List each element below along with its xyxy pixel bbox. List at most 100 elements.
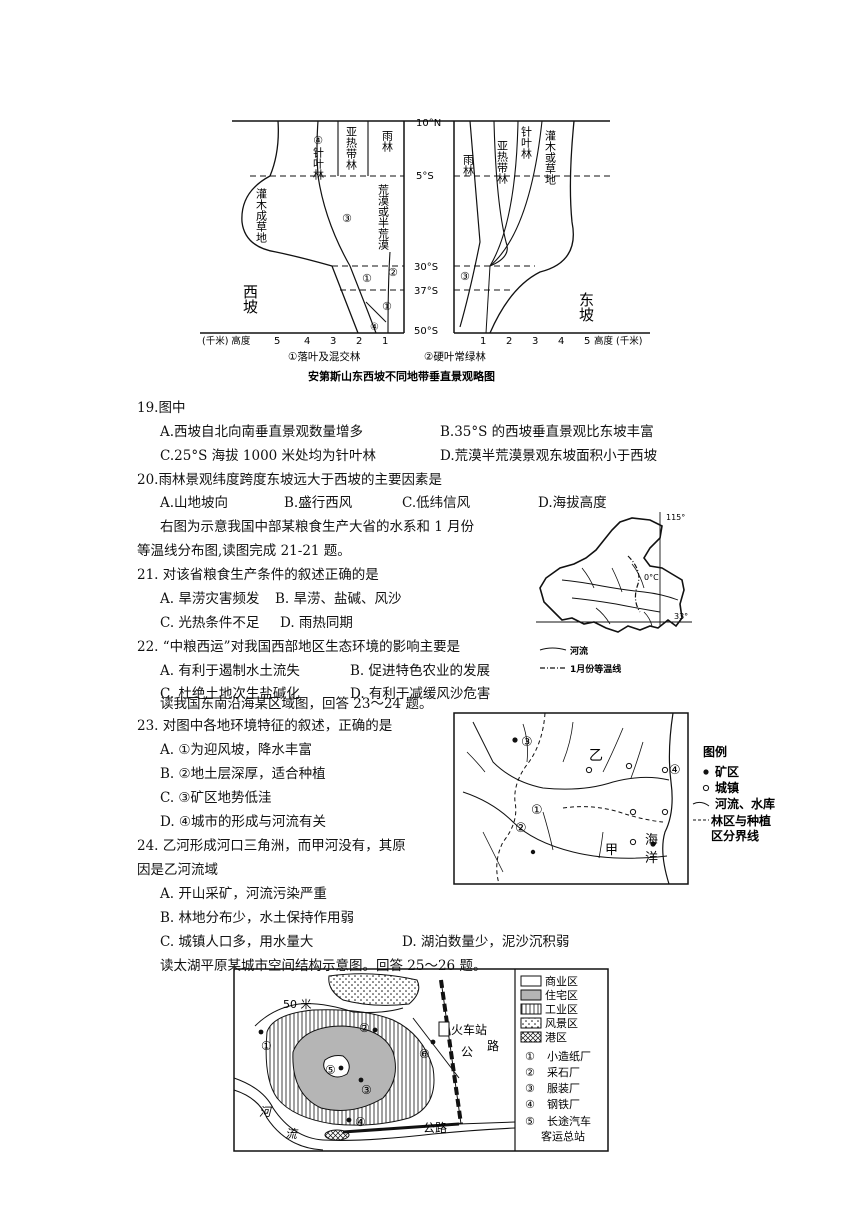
svg-text:⑥: ⑥ (419, 1047, 430, 1061)
svg-text:2: 2 (506, 336, 512, 347)
svg-text:⑤: ⑤ (525, 1115, 535, 1128)
q21-option-b: B. 旱涝、盐碱、风沙 (275, 591, 402, 607)
svg-text:路: 路 (487, 1038, 499, 1053)
svg-text:③: ③ (361, 1083, 372, 1097)
svg-text:亚热带林: 亚热带林 (345, 126, 358, 170)
svg-text:小造纸厂: 小造纸厂 (547, 1049, 591, 1063)
svg-text:③: ③ (342, 212, 352, 225)
svg-text:公路: 公路 (423, 1120, 447, 1135)
svg-text:钢铁厂: 钢铁厂 (547, 1098, 580, 1111)
svg-text:东坡: 东坡 (577, 292, 595, 322)
svg-text:火车站: 火车站 (451, 1022, 487, 1037)
taihu-city-structure-map: 50 米 ① ② ③ ④ ⑤ ⑥ 火车站 公 路 公路 河 流 商业区 住宅区 … (233, 968, 613, 1153)
svg-text:安第斯山东西坡不同地带垂直景观略图: 安第斯山东西坡不同地带垂直景观略图 (308, 369, 495, 383)
svg-text:5: 5 (274, 336, 280, 347)
svg-text:⑤: ⑤ (325, 1063, 336, 1077)
svg-text:乙: 乙 (589, 748, 603, 764)
q22-option-c: C. 杜绝土地次生盐碱化 (160, 686, 300, 702)
svg-text:50 米: 50 米 (283, 998, 312, 1011)
svg-text:灌木成草地: 灌木成草地 (255, 188, 268, 243)
svg-text:4: 4 (558, 336, 564, 347)
svg-text:甲: 甲 (605, 843, 618, 858)
q23-option-c: C. ③矿区地势低洼 (160, 790, 272, 806)
svg-text:高度 (千米): 高度 (千米) (594, 335, 642, 347)
svg-text:50°S: 50°S (414, 326, 438, 337)
svg-text:④针叶林: ④针叶林 (312, 134, 325, 180)
svg-text:②: ② (515, 821, 527, 836)
q21-option-a: A. 旱涝灾害频发 (160, 591, 260, 607)
q22-option-d: D. 有利于减缓风沙危害 (350, 686, 491, 702)
svg-text:洋: 洋 (645, 851, 658, 866)
svg-text:商业区: 商业区 (545, 974, 578, 988)
svg-text:河流、水库: 河流、水库 (714, 796, 775, 811)
svg-text:灌木或草地: 灌木或草地 (544, 130, 557, 185)
q19-option-d: D.荒漠半荒漠景观东坡面积小于西坡 (440, 448, 658, 464)
q23-intro: 读我国东南沿海某区域图，回答 23～24 题。 (160, 696, 433, 712)
q19-option-a: A.西坡自北向南垂直景观数量增多 (160, 424, 364, 440)
svg-text:采石厂: 采石厂 (547, 1066, 580, 1079)
svg-text:③: ③ (521, 735, 533, 750)
q21-stem: 21. 对该省粮食生产条件的叙述正确的是 (137, 567, 379, 583)
svg-text:港区: 港区 (545, 1031, 567, 1044)
q23-option-d: D. ④城市的形成与河流有关 (160, 814, 327, 830)
q24-option-b: B. 林地分布少，水土保持作用弱 (160, 910, 355, 926)
svg-text:①: ① (261, 1039, 272, 1053)
svg-text:服装厂: 服装厂 (547, 1082, 580, 1095)
svg-text:4: 4 (304, 336, 310, 347)
svg-text:③: ③ (460, 270, 470, 283)
svg-text:37°S: 37°S (414, 286, 438, 297)
q20-stem: 20.雨林景观纬度跨度东坡远大于西坡的主要因素是 (137, 472, 442, 488)
svg-text:3: 3 (532, 336, 538, 347)
q20-option-c: C.低纬信风 (402, 495, 471, 511)
q20-option-b: B.盛行西风 (284, 495, 353, 511)
q24-option-d: D. 湖泊数量少，泥沙沉积弱 (402, 934, 570, 950)
q22-option-b: B. 促进特色农业的发展 (350, 663, 491, 679)
svg-text:河流: 河流 (570, 645, 588, 657)
svg-text:10°N: 10°N (416, 118, 441, 129)
svg-text:5°S: 5°S (416, 171, 434, 182)
svg-text:1: 1 (382, 336, 388, 347)
svg-text:风景区: 风景区 (545, 1017, 578, 1030)
q24-stem-line2: 因是乙河流域 (137, 862, 218, 878)
q19-option-b: B.35°S 的西坡垂直景观比东坡丰富 (440, 424, 654, 440)
svg-text:矿区: 矿区 (715, 764, 739, 779)
q23-stem: 23. 对图中各地环境特征的叙述，正确的是 (137, 718, 393, 734)
svg-text:①: ① (362, 272, 372, 285)
q23-option-b: B. ②地土层深厚，适合种植 (160, 766, 326, 782)
svg-text:5: 5 (584, 336, 590, 347)
q21-intro-line1: 右图为示意我国中部某粮食生产大省的水系和 1 月份 (160, 519, 475, 535)
q21-intro-line2: 等温线分布图,读图完成 21-21 题。 (137, 543, 351, 559)
svg-text:①: ① (382, 300, 392, 313)
q20-option-a: A.山地坡向 (160, 495, 229, 511)
svg-text:②硬叶常绿林: ②硬叶常绿林 (424, 350, 486, 363)
svg-text:(千米) 高度: (千米) 高度 (202, 335, 251, 347)
q23-option-a: A. ①为迎风坡，降水丰富 (160, 742, 312, 758)
svg-text:④: ④ (355, 1115, 366, 1129)
svg-text:长途汽车: 长途汽车 (547, 1114, 591, 1128)
svg-text:115°: 115° (666, 513, 685, 522)
svg-text:公: 公 (461, 1045, 473, 1059)
svg-text:雨林: 雨林 (462, 154, 475, 176)
svg-text:1月份等温线: 1月份等温线 (570, 663, 621, 675)
svg-text:城镇: 城镇 (715, 780, 739, 795)
southeast-coast-map: ③ 乙 ④ ① ② 甲 海 洋 图例 矿区 城镇 河流、水库 林区与种植 区分界… (453, 712, 793, 886)
svg-text:30°S: 30°S (414, 262, 438, 273)
svg-text:②: ② (525, 1066, 535, 1079)
svg-text:雨林: 雨林 (381, 130, 394, 152)
svg-text:工业区: 工业区 (545, 1003, 578, 1016)
svg-text:②: ② (359, 1021, 370, 1035)
svg-text:2: 2 (356, 336, 362, 347)
svg-text:针叶林: 针叶林 (520, 125, 533, 159)
q24-option-a: A. 开山采矿，河流污染严重 (160, 886, 327, 902)
q24-option-c: C. 城镇人口多，用水量大 (160, 934, 314, 950)
q19-stem: 19.图中 (137, 400, 186, 416)
svg-text:④: ④ (370, 322, 379, 333)
svg-text:亚热带林: 亚热带林 (496, 140, 509, 184)
q22-stem: 22. “中粮西运”对我国西部地区生态环境的影响主要是 (137, 639, 461, 655)
province-isotherm-map: 115° 0°C 33° 河流 1月份等温线 (532, 508, 702, 680)
svg-text:①: ① (525, 1050, 535, 1063)
svg-text:林区与种植: 林区与种植 (711, 813, 771, 828)
svg-text:②: ② (388, 266, 398, 279)
svg-text:0°C: 0°C (644, 573, 659, 582)
svg-text:①落叶及混交林: ①落叶及混交林 (288, 350, 361, 363)
